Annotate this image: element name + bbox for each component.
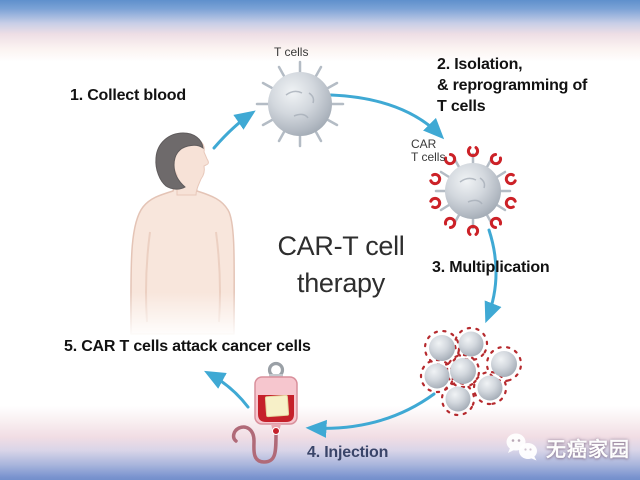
watermark-text: 无癌家园 (546, 438, 630, 461)
arrow-multiplication (484, 228, 502, 324)
car-t-cell-illustration (428, 146, 518, 236)
step4-label: 4. Injection (307, 444, 389, 461)
step2-line3: T cells (437, 98, 486, 115)
step1-label: 1. Collect blood (70, 87, 186, 104)
arrow-injection (305, 392, 436, 438)
step2-line2: & reprogramming of (437, 77, 588, 94)
car-t-cell-label-line1: CAR (411, 137, 437, 151)
blood-bag-icon (231, 361, 298, 464)
patient-figure (110, 132, 255, 338)
cycle-arrows (204, 93, 502, 438)
arrow-collect-blood (212, 110, 256, 150)
t-cell-label: T cells (274, 45, 309, 59)
arrow-isolation (329, 93, 445, 140)
watermark: 无癌家园 (504, 431, 630, 463)
diagram-title: CAR-T cell therapy (251, 228, 431, 302)
wechat-logo-icon (506, 433, 537, 461)
t-cell-illustration (255, 60, 345, 148)
step3-label: 3. Multiplication (432, 259, 550, 276)
step2-label: 2. Isolation, & reprogramming of T cells (437, 54, 587, 117)
step2-line1: 2. Isolation, (437, 56, 523, 73)
top-gradient-band (0, 0, 640, 62)
car-t-cell-label: CAR T cells (411, 138, 445, 164)
bottom-gradient-band (0, 406, 640, 480)
title-line1: CAR-T cell (277, 231, 405, 261)
car-t-cell-label-line2: T cells (411, 150, 446, 164)
step5-label: 5. CAR T cells attack cancer cells (64, 338, 311, 355)
title-line2: therapy (297, 268, 385, 298)
cell-cluster-illustration (419, 326, 523, 417)
arrow-attack (204, 370, 250, 409)
